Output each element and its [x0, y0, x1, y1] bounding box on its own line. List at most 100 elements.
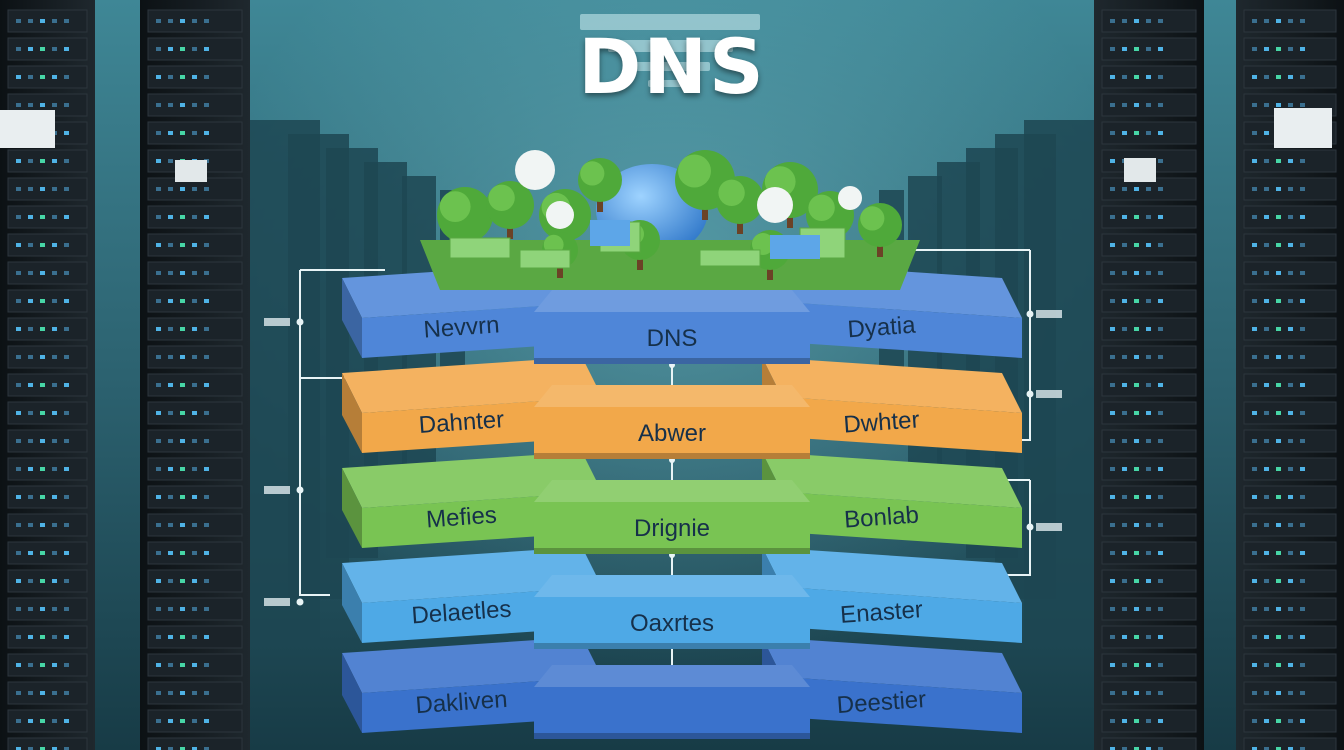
rack-led — [1122, 719, 1127, 723]
rack-led — [1276, 215, 1281, 219]
rack-led — [1264, 187, 1269, 191]
rack-led — [204, 523, 209, 527]
rack-led — [192, 691, 197, 695]
rack-led — [156, 635, 161, 639]
rack-led — [1146, 691, 1151, 695]
rack-led — [1122, 327, 1127, 331]
rack-led — [156, 299, 161, 303]
rack-led — [1110, 663, 1115, 667]
rack-led — [1276, 243, 1281, 247]
layer-center-base — [534, 358, 810, 364]
rack-led — [1300, 467, 1305, 471]
connector-tag — [1036, 523, 1062, 531]
layer-block-top — [762, 357, 1022, 413]
rack-led — [1134, 103, 1139, 107]
rack-led — [1276, 579, 1281, 583]
rack-led — [1158, 327, 1163, 331]
rack-led — [1252, 75, 1257, 79]
rack-led — [1300, 187, 1305, 191]
layer-block-top — [342, 452, 602, 508]
rack-led — [64, 719, 69, 723]
rack-led — [180, 75, 185, 79]
rack-unit — [7, 9, 88, 33]
rack-led — [1264, 635, 1269, 639]
rack-led — [1122, 103, 1127, 107]
rack-led — [180, 131, 185, 135]
rack-led — [1134, 299, 1139, 303]
rack-led — [1110, 327, 1115, 331]
rack-led — [1122, 215, 1127, 219]
garden-block — [449, 237, 511, 259]
rack-led — [52, 355, 57, 359]
rack-led — [1264, 355, 1269, 359]
rack-led — [204, 663, 209, 667]
rack-led — [1146, 103, 1151, 107]
rack-led — [28, 383, 33, 387]
rack-led — [1134, 467, 1139, 471]
rack-led — [204, 579, 209, 583]
rack-led — [64, 747, 69, 750]
rack-led — [64, 271, 69, 275]
rack-led — [1276, 719, 1281, 723]
rack-led — [28, 159, 33, 163]
layer-label-right: Deestier — [836, 686, 927, 719]
rack-led — [64, 187, 69, 191]
layer-center-base — [534, 733, 810, 739]
connector-tag — [1036, 390, 1062, 398]
rack-led — [1252, 159, 1257, 163]
rack-led — [192, 187, 197, 191]
rack-led — [16, 663, 21, 667]
rack-led — [204, 551, 209, 555]
rack-led — [156, 467, 161, 471]
rack-led — [192, 635, 197, 639]
rack-led — [1158, 579, 1163, 583]
rack-led — [1146, 467, 1151, 471]
rack-led — [1252, 411, 1257, 415]
rack-led — [1264, 383, 1269, 387]
rack-led — [204, 19, 209, 23]
rack-led — [1110, 215, 1115, 219]
rack-led — [1110, 719, 1115, 723]
rack-led — [52, 271, 57, 275]
rack-led — [1276, 327, 1281, 331]
rack-led — [64, 75, 69, 79]
rack-led — [1134, 495, 1139, 499]
rack-led — [1134, 663, 1139, 667]
rack-led — [1134, 131, 1139, 135]
rack-led — [1110, 47, 1115, 51]
rack-unit — [7, 317, 88, 341]
rack-led — [16, 75, 21, 79]
rack-led — [1300, 607, 1305, 611]
rack-led — [40, 47, 45, 51]
rack-led — [1252, 19, 1257, 23]
rack-led — [1288, 495, 1293, 499]
rack-led — [1300, 299, 1305, 303]
rack-led — [1158, 691, 1163, 695]
rack-led — [1146, 271, 1151, 275]
rack-led — [1158, 719, 1163, 723]
rack-led — [28, 579, 33, 583]
rack-led — [1276, 19, 1281, 23]
rack-led — [1264, 299, 1269, 303]
rack-led — [40, 523, 45, 527]
rack-led — [52, 495, 57, 499]
rack-led — [28, 19, 33, 23]
tree-highlight — [488, 184, 515, 211]
rack-led — [192, 103, 197, 107]
rack-led — [1146, 551, 1151, 555]
rack-led — [64, 607, 69, 611]
rack-led — [1288, 663, 1293, 667]
rack-led — [28, 495, 33, 499]
rack-unit — [7, 429, 88, 453]
rack-led — [168, 663, 173, 667]
rack-led — [40, 271, 45, 275]
layer-label-center: Oaxrtes — [630, 610, 714, 637]
rack-led — [1300, 411, 1305, 415]
rack-led — [204, 495, 209, 499]
rack-led — [1288, 551, 1293, 555]
rack-led — [168, 187, 173, 191]
rack-led — [1122, 75, 1127, 79]
rack-led — [1252, 355, 1257, 359]
rack-led — [1276, 747, 1281, 750]
